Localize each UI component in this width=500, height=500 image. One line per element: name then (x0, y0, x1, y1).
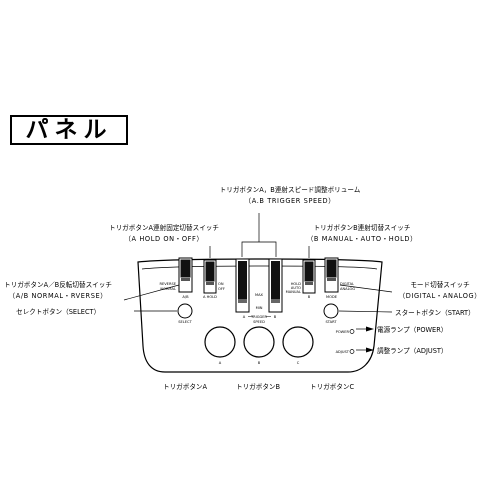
label-trigger: TRIGGER (250, 315, 268, 319)
trigger-button-c[interactable] (282, 326, 314, 358)
label-a-hold: A HOLD (203, 295, 217, 299)
lamp-leader-lines (356, 328, 369, 351)
label-normal: NORMAL (160, 287, 176, 291)
leader-lines (123, 213, 393, 313)
trigger-speed-slider-a[interactable] (235, 258, 250, 313)
panel-rim (141, 265, 378, 270)
callout-b-mode-switch-en: （B MANUAL・AUTO・HOLD） (307, 235, 418, 243)
adjust-lamp (349, 349, 355, 354)
label-b: B (308, 295, 311, 299)
callout-trigger-b: トリガボタンB (236, 382, 281, 391)
b-mode-switch[interactable] (302, 259, 316, 294)
a-hold-switch[interactable] (203, 259, 217, 294)
label-min: MIN (256, 306, 263, 310)
callout-ab-reverse-switch-en: （A/B NORMAL・RVERSE） (9, 292, 108, 300)
start-button[interactable] (323, 303, 339, 319)
label-speed: SPEED (253, 320, 265, 324)
callout-trigger-speed-volume: トリガボタンA，B連射スピード調整ボリューム (220, 185, 361, 194)
callout-power-lamp: 電源ランプ（POWER） (377, 325, 447, 334)
label-select: SELECT (178, 320, 192, 324)
callout-select-button: セレクトボタン（SELECT） (16, 307, 100, 316)
callout-trigger-a: トリガボタンA (163, 382, 208, 391)
page-title: パネル (25, 117, 113, 143)
mode-switch[interactable] (324, 257, 339, 293)
callout-mode-switch-en: （DIGITAL・ANALOG） (399, 292, 482, 300)
callout-mode-switch: モード切替スイッチ (410, 280, 470, 289)
callout-ab-reverse-switch: トリガボタンA／B反転切替スイッチ (4, 280, 112, 289)
callout-a-hold-switch: トリガボタンA連射固定切替スイッチ (109, 223, 219, 232)
label-power: POWER (336, 330, 350, 334)
label-start: START (325, 320, 337, 324)
leader-arrows (366, 326, 374, 353)
power-lamp (349, 329, 355, 334)
label-off: OFF (218, 287, 225, 291)
label-reverse: REVERSE (159, 282, 176, 286)
label-manual: MANUAL (286, 290, 301, 294)
label-mode: MODE (326, 295, 338, 299)
trigger-button-a[interactable] (204, 326, 236, 358)
select-button[interactable] (177, 303, 193, 319)
label-btn-b: B (258, 361, 261, 365)
callout-start-button: スタートボタン（START） (395, 308, 475, 317)
callout-a-hold-switch-en: （A HOLD ON・OFF） (124, 235, 203, 243)
label-on: ON (218, 282, 224, 286)
label-slider-a: A (243, 315, 246, 319)
label-digital: DIGITAL (340, 282, 354, 286)
callout-trigger-speed-volume-en: （A.B TRIGGER SPEED） (245, 197, 336, 205)
callout-trigger-c: トリガボタンC (310, 382, 355, 391)
ab-reverse-switch[interactable] (178, 257, 193, 293)
label-adjust: ADJUST (336, 350, 350, 354)
trigger-speed-slider-b[interactable] (268, 258, 283, 313)
label-auto: AUTO (291, 286, 301, 290)
label-analog: ANALOG (340, 287, 355, 291)
trigger-button-b[interactable] (243, 326, 275, 358)
label-btn-c: C (297, 361, 300, 365)
panel-outline (137, 258, 383, 373)
label-max: MAX (255, 293, 264, 297)
label-hold: HOLD (291, 282, 302, 286)
label-slider-b: B (274, 315, 277, 319)
label-ab: A/B (182, 295, 189, 299)
callout-adjust-lamp: 調整ランプ（ADJUST） (377, 346, 448, 355)
callout-b-mode-switch: トリガボタンB連射切替スイッチ (314, 223, 411, 232)
title-box: パネル (10, 115, 128, 145)
label-btn-a: A (219, 361, 222, 365)
